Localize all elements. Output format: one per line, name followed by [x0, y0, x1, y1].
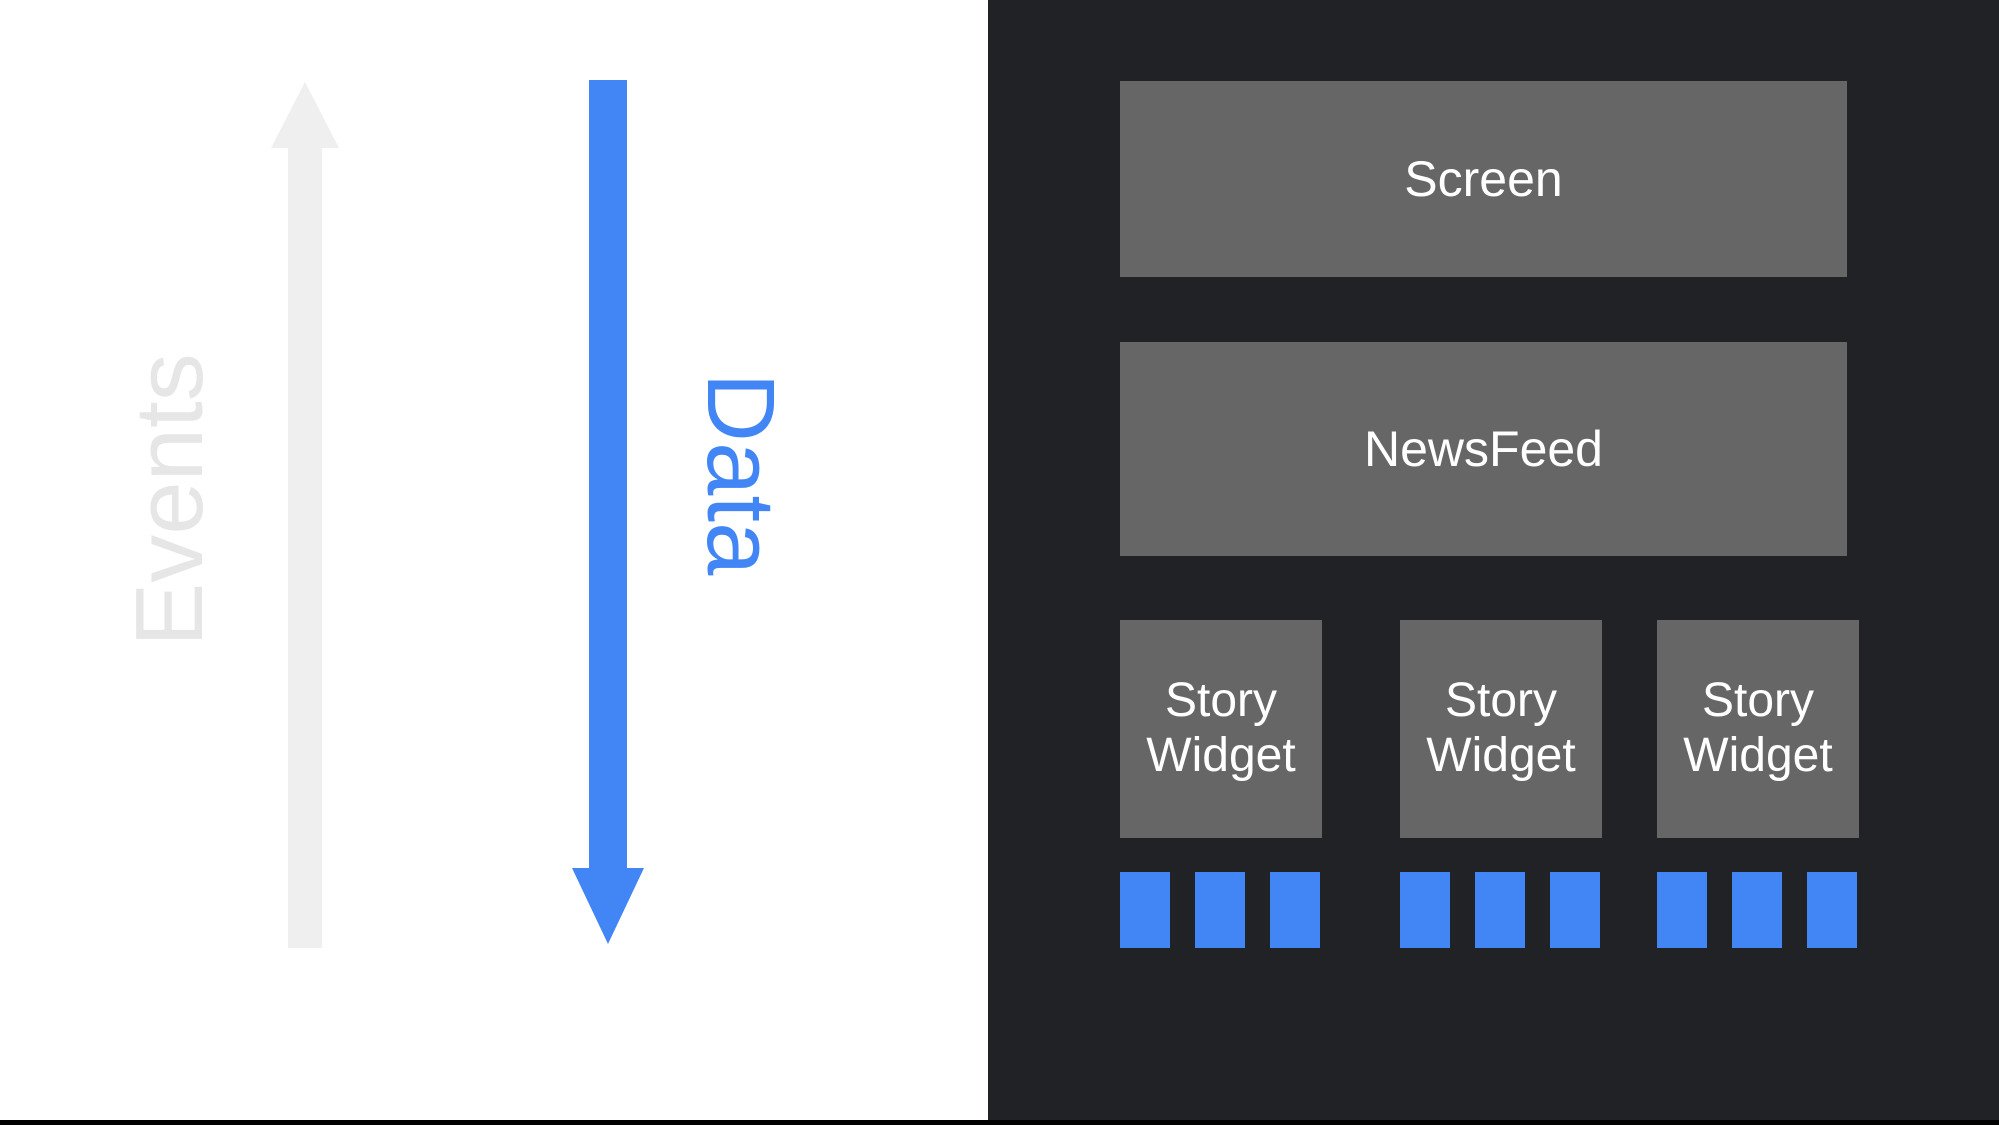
leaf-node-2-2[interactable] — [1475, 872, 1525, 948]
story-widget-label-line1-2: Story — [1444, 674, 1557, 728]
screen-block-label: Screen — [1404, 150, 1563, 207]
events-arrow-icon — [271, 82, 339, 948]
data-arrow-icon — [572, 80, 644, 944]
events-flow-label: Events — [116, 353, 223, 647]
leaf-node-2-1[interactable] — [1400, 872, 1450, 948]
leaf-node-3-1[interactable] — [1657, 872, 1707, 948]
story-widget-block-2[interactable]: Story Widget — [1400, 620, 1602, 838]
leaf-node-1-2[interactable] — [1195, 872, 1245, 948]
story-widget-label-line1-1: Story — [1164, 674, 1277, 728]
screen-block[interactable]: Screen — [1120, 81, 1847, 277]
leaf-node-3-2[interactable] — [1732, 872, 1782, 948]
story-widget-block-1[interactable]: Story Widget — [1120, 620, 1322, 838]
story-widget-label-3: Story Widget — [1683, 674, 1832, 783]
story-widget-label-line2-3: Widget — [1683, 729, 1833, 782]
bottom-rule-divider — [0, 1120, 1999, 1125]
story-widget-label-line2-2: Widget — [1426, 729, 1576, 782]
data-flow-label: Data — [687, 372, 794, 576]
story-widget-label-line2-1: Widget — [1146, 729, 1296, 782]
story-widget-block-3[interactable]: Story Widget — [1657, 620, 1859, 838]
leaf-node-1-3[interactable] — [1270, 872, 1320, 948]
leaf-node-1-1[interactable] — [1120, 872, 1170, 948]
newsfeed-block[interactable]: NewsFeed — [1120, 342, 1847, 556]
leaf-node-2-3[interactable] — [1550, 872, 1600, 948]
story-widget-label-1: Story Widget — [1146, 674, 1295, 783]
left-pane: Events Data — [0, 0, 988, 1125]
story-widget-label-line1-3: Story — [1701, 674, 1814, 728]
newsfeed-block-label: NewsFeed — [1364, 420, 1603, 477]
leaf-node-3-3[interactable] — [1807, 872, 1857, 948]
right-pane: Screen NewsFeed Story Widget Story Widge… — [988, 0, 1999, 1125]
story-widget-label-2: Story Widget — [1426, 674, 1575, 783]
